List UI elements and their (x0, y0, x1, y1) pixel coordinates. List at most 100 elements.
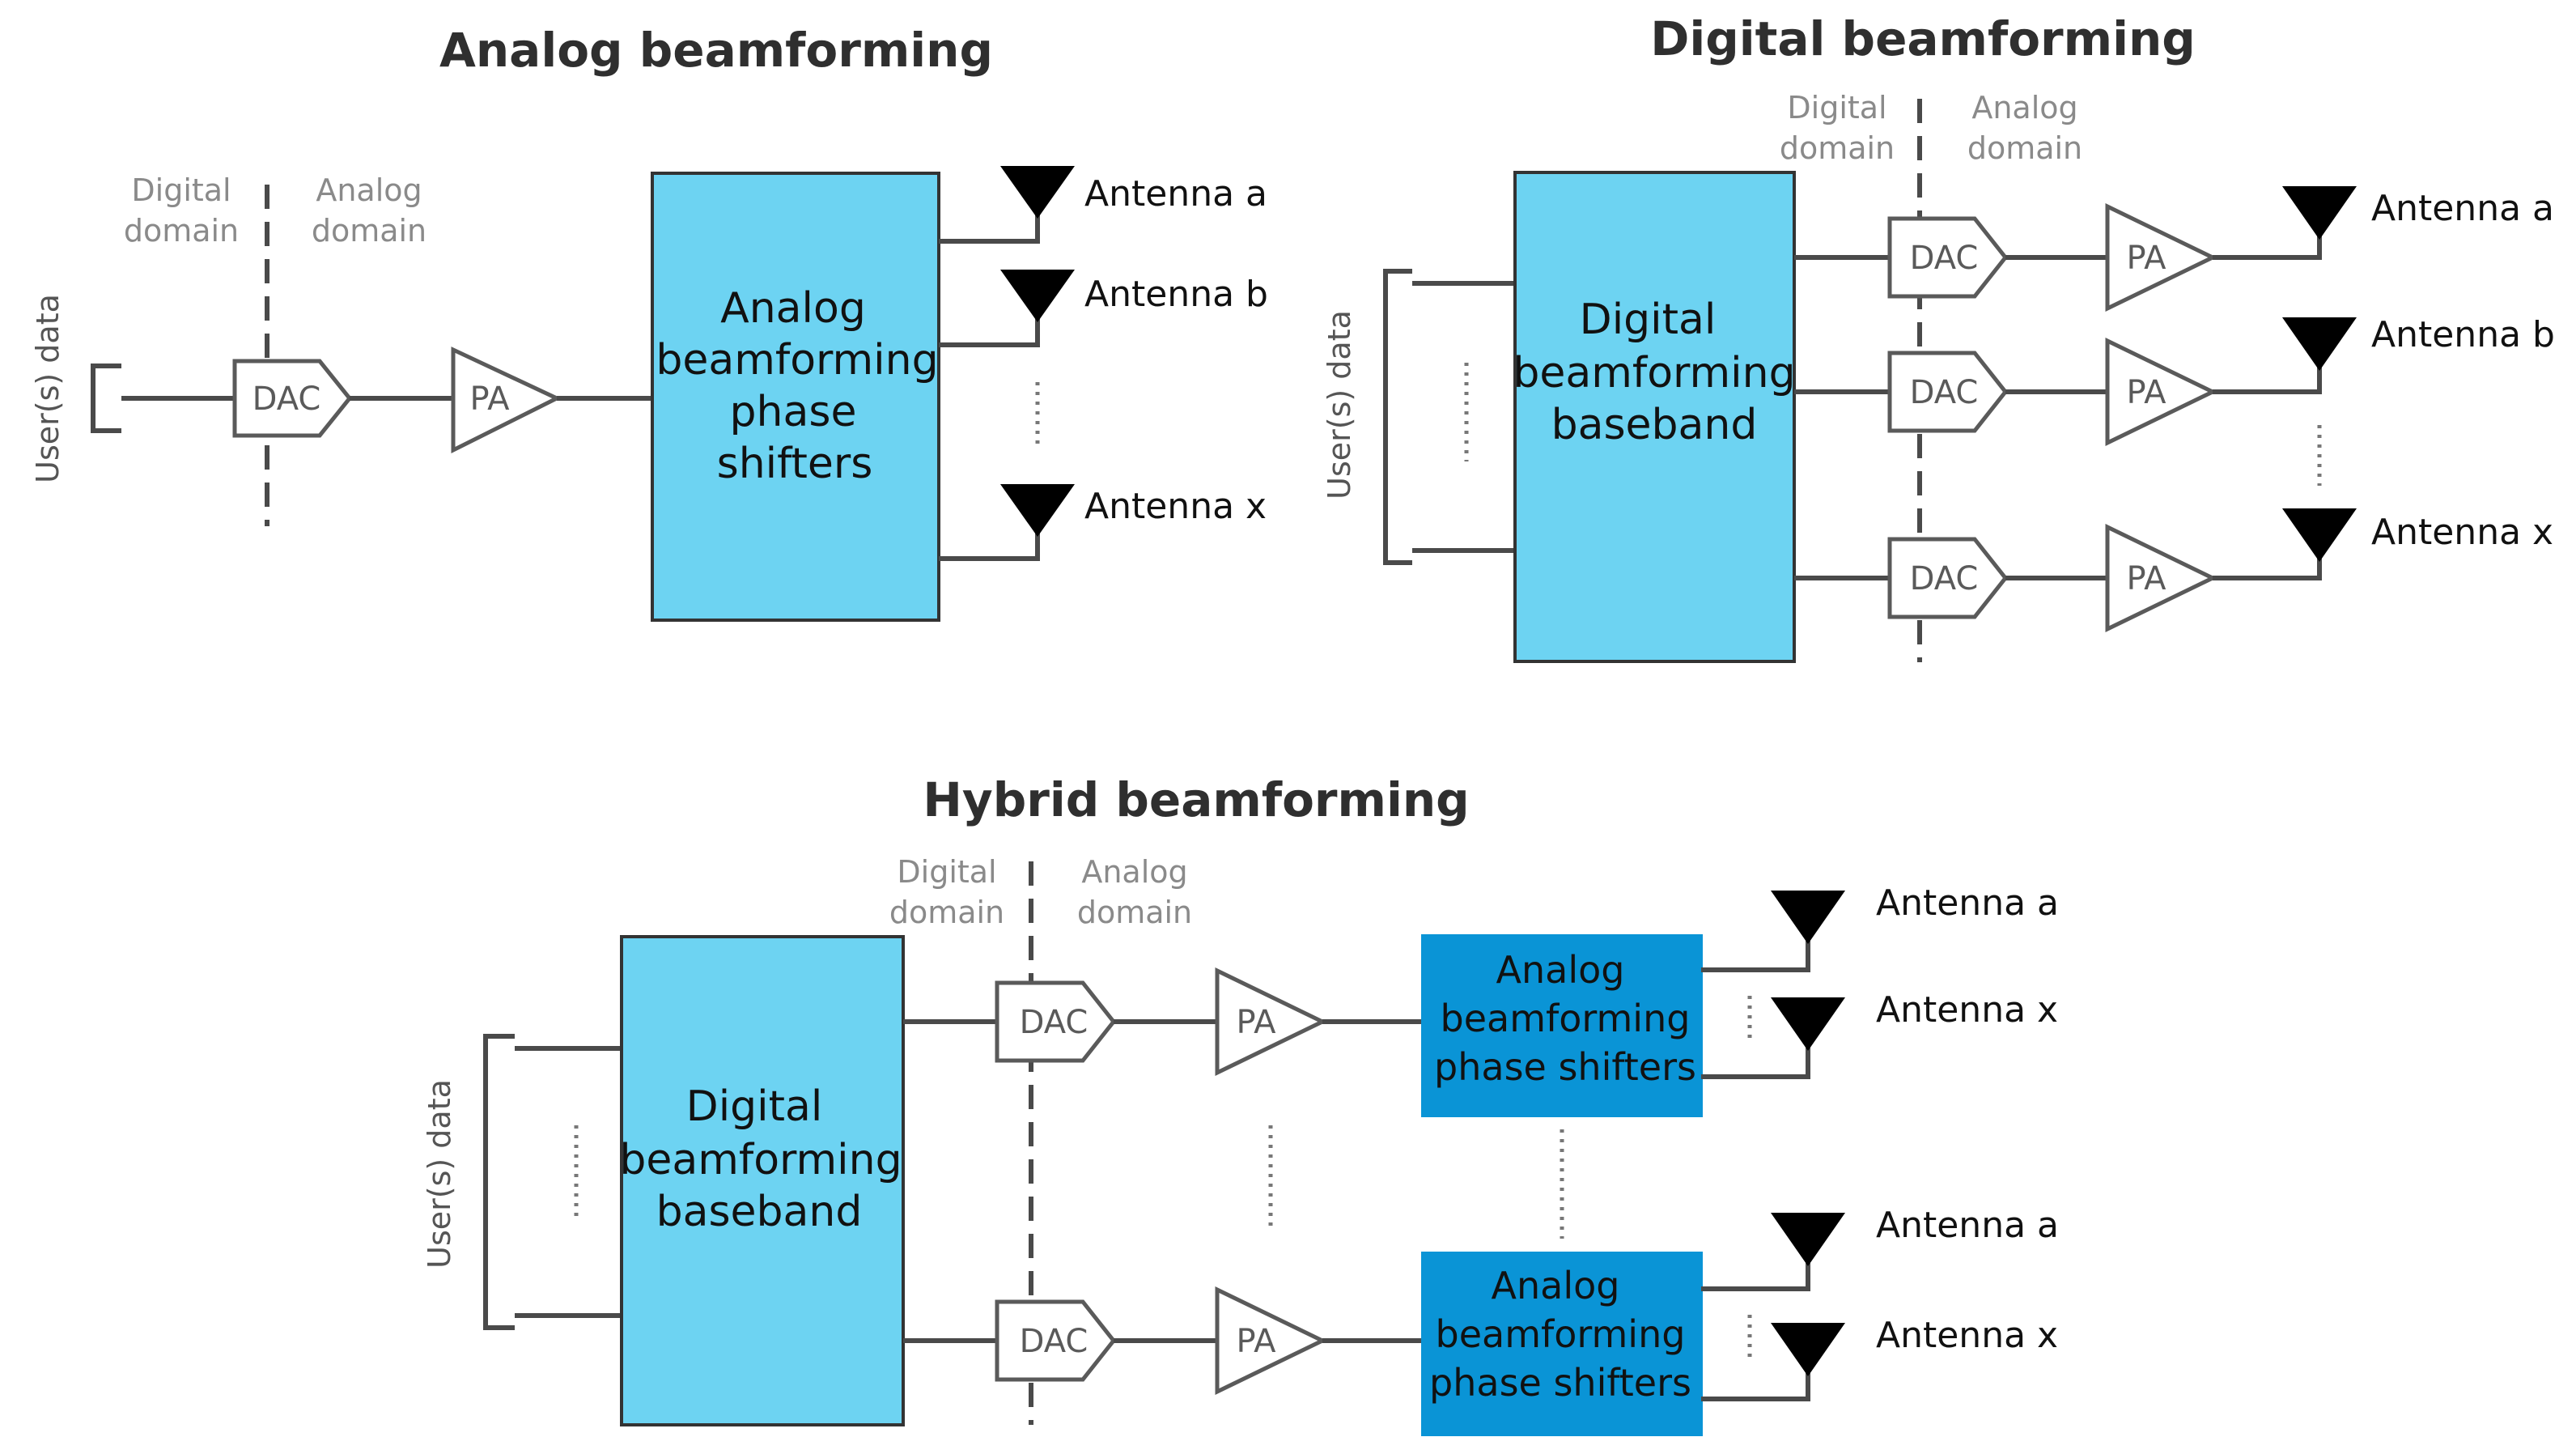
digital-antenna-x-icon (2282, 508, 2357, 562)
hybrid-wire-bottom-antenna-a (1701, 1256, 1810, 1291)
hybrid-dac-bottom-label: DAC (1020, 1323, 1089, 1360)
hybrid-dac-top-block (995, 980, 1117, 1063)
hybrid-pa-bottom-block (1215, 1286, 1327, 1395)
analog-pa-label: PA (470, 381, 511, 418)
hybrid-users-bracket (483, 1034, 515, 1330)
digital-antenna-x-label: Antenna x (2371, 512, 2553, 553)
hybrid-bottom-antenna-x-label: Antenna x (1876, 1315, 2058, 1356)
digital-users-bracket (1383, 269, 1412, 565)
digital-digital-domain-line2: domain (1780, 130, 1895, 166)
digital-analog-domain-line2: domain (1967, 130, 2082, 166)
hybrid-top-antenna-x-label: Antenna x (1876, 989, 2058, 1031)
digital-chain-x: DAC PA Antenna x (1794, 508, 2553, 632)
digital-dac-x-label: DAC (1910, 560, 1979, 597)
analog-analog-domain-line2: domain (312, 213, 427, 249)
analog-pa-block (451, 346, 562, 454)
analog-dac-block (232, 359, 353, 438)
analog-box-line1: Analog (720, 284, 866, 333)
digital-pa-x-block (2105, 524, 2217, 632)
hybrid-wire-top-antenna-x (1701, 1044, 1810, 1079)
digital-wire-antenna-x (2213, 547, 2322, 580)
analog-wire-antenna-a (939, 202, 1040, 244)
hybrid-shifter-bottom-line3: phase shifters (1429, 1361, 1691, 1405)
analog-section: Analog beamforming Digital domain Analog… (30, 23, 1268, 622)
analog-wire-antenna-x (939, 518, 1040, 561)
analog-users-bracket (91, 364, 121, 433)
hybrid-phase-shifter-top-box (1421, 934, 1703, 1117)
hybrid-pa-bottom-label: PA (1237, 1323, 1277, 1360)
hybrid-shifter-bottom-line1: Analog (1492, 1264, 1620, 1307)
analog-digital-domain-line1: Digital (131, 172, 231, 208)
analog-title: Analog beamforming (439, 23, 993, 78)
digital-section: Digital beamforming Digital domain Analo… (1322, 11, 2555, 663)
hybrid-shifter-top-line3: phase shifters (1434, 1045, 1696, 1089)
digital-pa-b-block (2105, 338, 2217, 446)
hybrid-pa-top-block (1215, 967, 1327, 1076)
analog-antenna-b-label: Antenna b (1084, 274, 1268, 315)
hybrid-box-line3: baseband (656, 1188, 863, 1236)
analog-antenna-a-icon (1000, 166, 1075, 219)
analog-box-line3: phase (730, 388, 857, 436)
hybrid-bottom-antenna-a-label: Antenna a (1876, 1205, 2059, 1246)
digital-pa-b-label: PA (2127, 374, 2167, 411)
hybrid-bottom-antenna-a-icon (1771, 1213, 1845, 1266)
digital-box-line3: baseband (1551, 401, 1758, 449)
analog-antenna-a-label: Antenna a (1084, 173, 1267, 215)
digital-box-line1: Digital (1580, 295, 1717, 344)
digital-wire-antenna-b (2213, 353, 2322, 394)
digital-dac-b-block (1887, 351, 2009, 433)
hybrid-dac-bottom-block (995, 1299, 1117, 1382)
digital-antenna-b-icon (2282, 317, 2357, 371)
hybrid-wire-top-antenna-a (1701, 937, 1810, 972)
hybrid-analog-domain-line1: Analog (1081, 854, 1187, 890)
digital-analog-domain-line1: Analog (1971, 90, 2077, 125)
digital-pa-a-label: PA (2127, 240, 2167, 277)
digital-pa-x-label: PA (2127, 560, 2167, 597)
hybrid-shifter-top-line2: beamforming (1441, 997, 1691, 1040)
hybrid-chain-bottom: DAC PA Analog beamforming phase shifters… (903, 1205, 2059, 1436)
analog-dac-label: DAC (253, 381, 321, 418)
digital-dac-a-label: DAC (1910, 240, 1979, 277)
analog-digital-domain-line2: domain (124, 213, 239, 249)
hybrid-digital-domain-line1: Digital (897, 854, 996, 890)
digital-antenna-a-label: Antenna a (2371, 188, 2554, 229)
hybrid-phase-shifter-bottom-box (1421, 1252, 1703, 1436)
digital-antenna-a-icon (2282, 186, 2357, 240)
analog-antenna-x-icon (1000, 484, 1075, 537)
hybrid-box-line2: beamforming (619, 1136, 902, 1184)
digital-box-line2: beamforming (1513, 349, 1795, 398)
hybrid-title: Hybrid beamforming (923, 772, 1469, 827)
analog-box-line2: beamforming (656, 336, 938, 385)
hybrid-dac-top-label: DAC (1020, 1004, 1089, 1041)
analog-antenna-x-label: Antenna x (1084, 486, 1267, 527)
hybrid-chain-top: DAC PA Analog beamforming phase shifters… (903, 882, 2059, 1117)
hybrid-analog-domain-line2: domain (1077, 895, 1192, 930)
digital-wire-antenna-a (2213, 225, 2322, 260)
hybrid-shifter-bottom-line2: beamforming (1436, 1312, 1686, 1356)
hybrid-bottom-antenna-x-icon (1771, 1323, 1845, 1376)
hybrid-baseband-box (620, 935, 905, 1426)
analog-users-label: User(s) data (30, 294, 66, 483)
hybrid-digital-domain-line2: domain (889, 895, 1004, 930)
analog-analog-domain-line1: Analog (316, 172, 422, 208)
hybrid-box-line1: Digital (686, 1082, 823, 1131)
hybrid-pa-top-label: PA (1237, 1004, 1277, 1041)
hybrid-wire-bottom-antenna-x (1701, 1367, 1810, 1401)
digital-dac-x-block (1887, 537, 2009, 619)
analog-box-line4: shifters (717, 440, 873, 488)
hybrid-users-label: User(s) data (422, 1079, 457, 1269)
digital-antenna-b-label: Antenna b (2371, 314, 2555, 355)
digital-pa-a-block (2105, 203, 2217, 312)
analog-wire-antenna-b (939, 306, 1040, 347)
analog-antenna-b-icon (1000, 270, 1075, 322)
digital-users-label: User(s) data (1322, 310, 1357, 500)
digital-chain-b: DAC PA Antenna b (1794, 314, 2555, 446)
hybrid-section: Hybrid beamforming Digital domain Analog… (422, 772, 2059, 1436)
hybrid-shifter-top-line1: Analog (1496, 948, 1625, 992)
digital-dac-b-label: DAC (1910, 374, 1979, 411)
analog-phase-shifter-box (651, 172, 940, 622)
hybrid-top-antenna-a-label: Antenna a (1876, 882, 2059, 924)
digital-baseband-box (1513, 171, 1796, 663)
digital-dac-a-block (1887, 216, 2009, 299)
